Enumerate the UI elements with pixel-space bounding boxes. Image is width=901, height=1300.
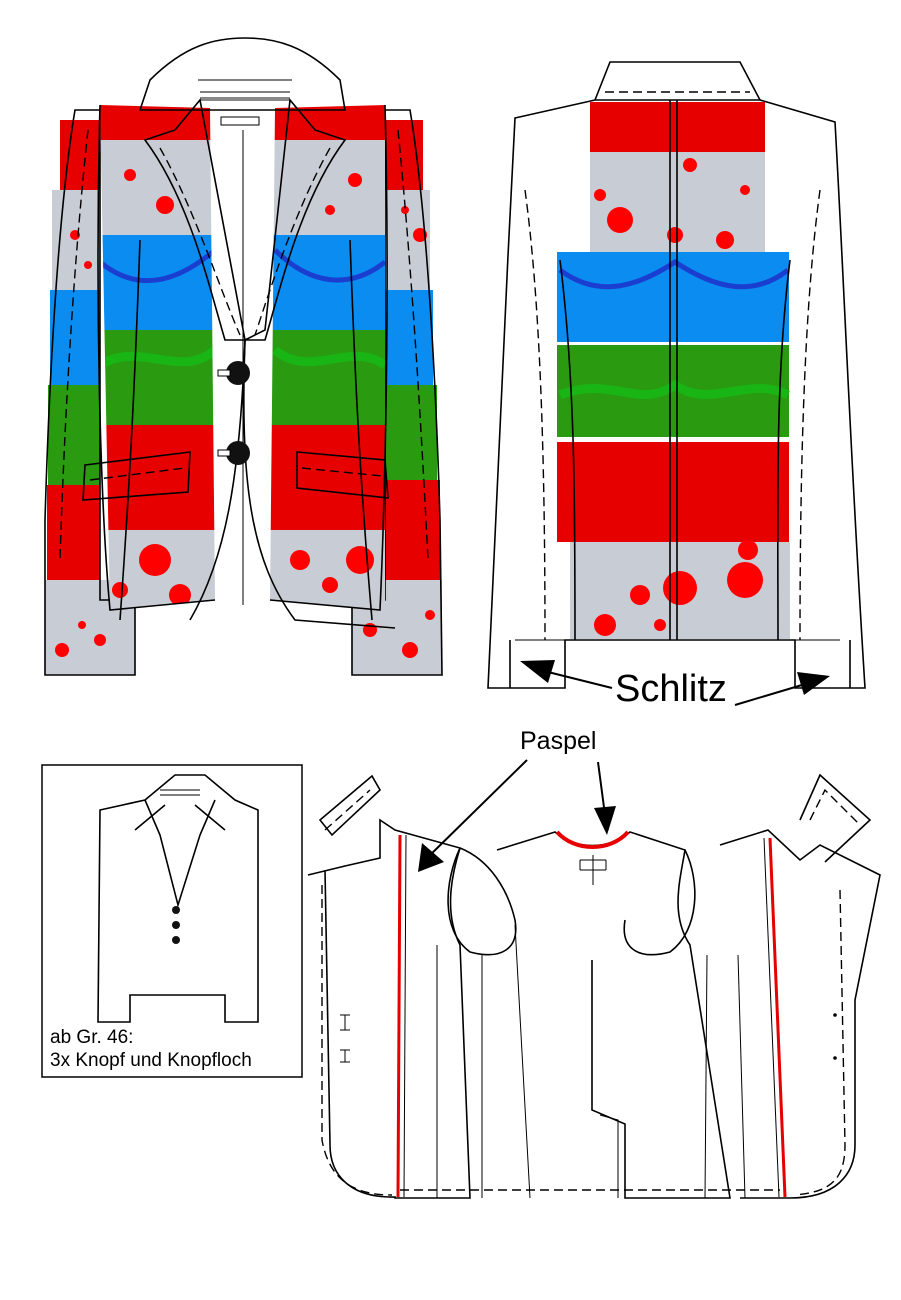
front-right-sleeve (351, 109, 443, 676)
size-note-line2: 3x Knopf und Knopfloch (50, 1050, 252, 1071)
front-button-1 (226, 361, 250, 385)
lining-pattern (307, 773, 881, 1199)
slit-arrows (520, 660, 830, 706)
front-left-sleeve (44, 109, 136, 676)
size-note-line1: ab Gr. 46: (50, 1027, 134, 1048)
inset-box (41, 764, 303, 1078)
back-view-jacket (487, 61, 866, 689)
piping-arrows (418, 759, 616, 872)
front-button-2 (226, 441, 250, 465)
front-view-jacket (44, 37, 443, 676)
size-note: ab Gr. 46: 3x Knopf und Knopfloch (50, 1026, 252, 1072)
slit-label: Schlitz (615, 668, 727, 710)
piping-label: Paspel (520, 727, 597, 755)
